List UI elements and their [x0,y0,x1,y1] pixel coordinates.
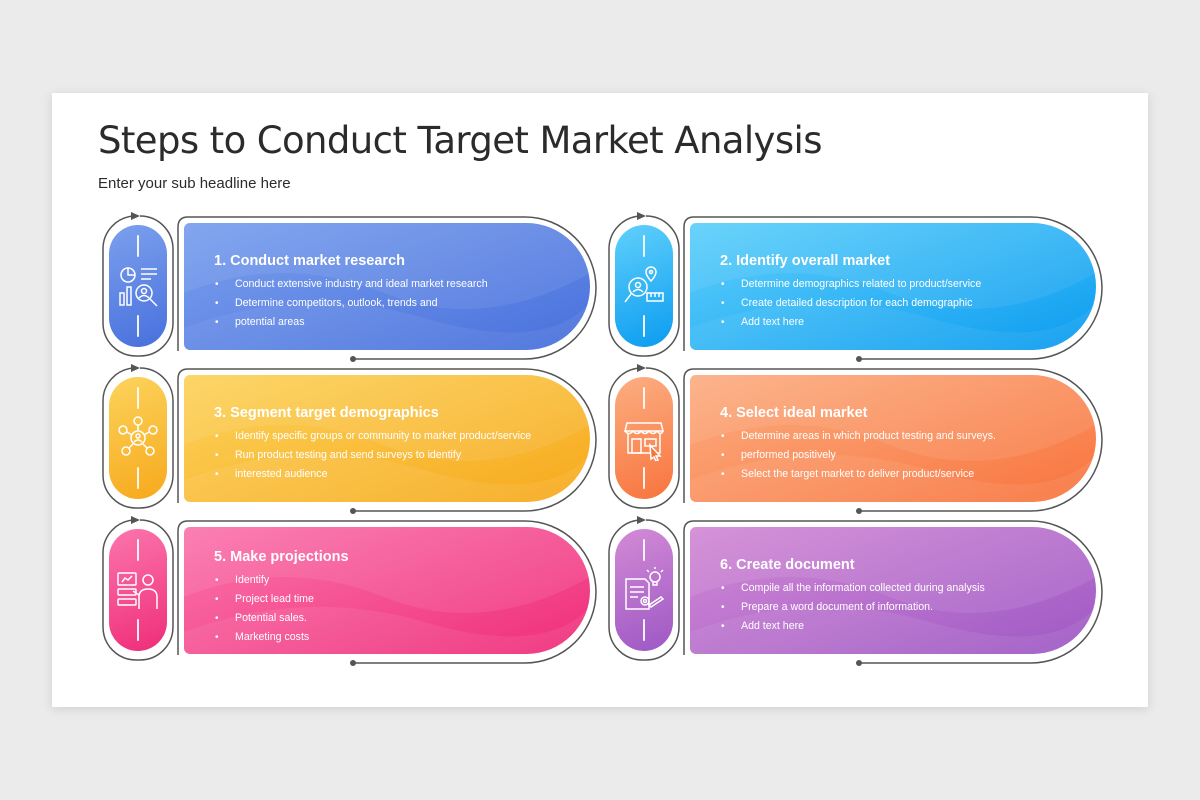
step-3-title: 3. Segment target demographics [214,405,439,421]
step-1-title: 1. Conduct market research [214,253,405,269]
slide: Steps to Conduct Target Market Analysis … [52,93,1148,707]
presentation-projection-icon [117,572,158,609]
step-4-card: 4. Select ideal market Determine areas i… [690,375,1096,502]
step-4-icon-pill [615,377,673,499]
step-2-card: 2. Identify overall market Determine dem… [690,223,1096,350]
step-5-bullet: Marketing costs [214,628,314,647]
step-2: 2. Identify overall market Determine dem… [608,212,1108,362]
step-6-title: 6. Create document [720,557,855,573]
step-3-connector [102,364,597,514]
demographics-network-icon [118,416,158,456]
step-6: 6. Create document Compile all the infor… [608,516,1108,666]
storefront-select-icon [624,422,664,461]
step-5: 5. Make projections Identify Project lea… [102,516,602,666]
step-1-connector [102,212,597,362]
step-2-icon-pill [615,225,673,347]
step-6-icon-pill [615,529,673,651]
step-6-bullet: Prepare a word document of information. [720,598,985,617]
step-6-connector [608,516,1103,666]
step-5-icon-pill [109,529,167,651]
step-5-bullets: Identify Project lead time Potential sal… [214,571,314,647]
step-2-title: 2. Identify overall market [720,253,891,269]
step-4-connector [608,364,1103,514]
market-research-chart-icon [119,267,158,307]
step-3: 3. Segment target demographics Identify … [102,364,602,514]
step-5-bullet: Identify [214,571,314,590]
document-idea-icon [625,567,665,610]
step-2-connector [608,212,1103,362]
step-1-bullets: Conduct extensive industry and ideal mar… [214,275,488,332]
step-3-bullets: Identify specific groups or community to… [214,427,531,484]
step-1-bullet: potential areas [214,313,488,332]
step-3-card: 3. Segment target demographics Identify … [184,375,590,502]
step-5-title: 5. Make projections [214,549,349,565]
step-6-bullet: Add text here [720,617,985,636]
step-5-bullet: Project lead time [214,590,314,609]
step-3-bullet: Identify specific groups or community to… [214,427,531,446]
step-4-bullet: Determine areas in which product testing… [720,427,996,446]
step-1: 1. Conduct market research Conduct exten… [102,212,602,362]
step-2-bullet: Determine demographics related to produc… [720,275,981,294]
step-4-bullets: Determine areas in which product testing… [720,427,996,484]
step-1-bullet: Determine competitors, outlook, trends a… [214,294,488,313]
step-6-bullets: Compile all the information collected du… [720,579,985,636]
step-5-connector [102,516,597,666]
step-6-bullet: Compile all the information collected du… [720,579,985,598]
step-4-bullet: performed positively [720,446,996,465]
step-2-bullet: Add text here [720,313,981,332]
step-5-card: 5. Make projections Identify Project lea… [184,527,590,654]
slide-subtitle: Enter your sub headline here [98,175,291,192]
step-4-title: 4. Select ideal market [720,405,868,421]
step-2-bullet: Create detailed description for each dem… [720,294,981,313]
step-4: 4. Select ideal market Determine areas i… [608,364,1108,514]
step-3-bullet: Run product testing and send surveys to … [214,446,531,465]
step-6-card: 6. Create document Compile all the infor… [690,527,1096,654]
slide-title: Steps to Conduct Target Market Analysis [98,119,822,162]
step-5-bullet: Potential sales. [214,609,314,628]
market-search-location-icon [624,266,664,303]
step-1-icon-pill [109,225,167,347]
step-2-bullets: Determine demographics related to produc… [720,275,981,332]
step-1-card: 1. Conduct market research Conduct exten… [184,223,590,350]
step-4-bullet: Select the target market to deliver prod… [720,465,996,484]
step-1-bullet: Conduct extensive industry and ideal mar… [214,275,488,294]
step-3-bullet: interested audience [214,465,531,484]
step-3-icon-pill [109,377,167,499]
